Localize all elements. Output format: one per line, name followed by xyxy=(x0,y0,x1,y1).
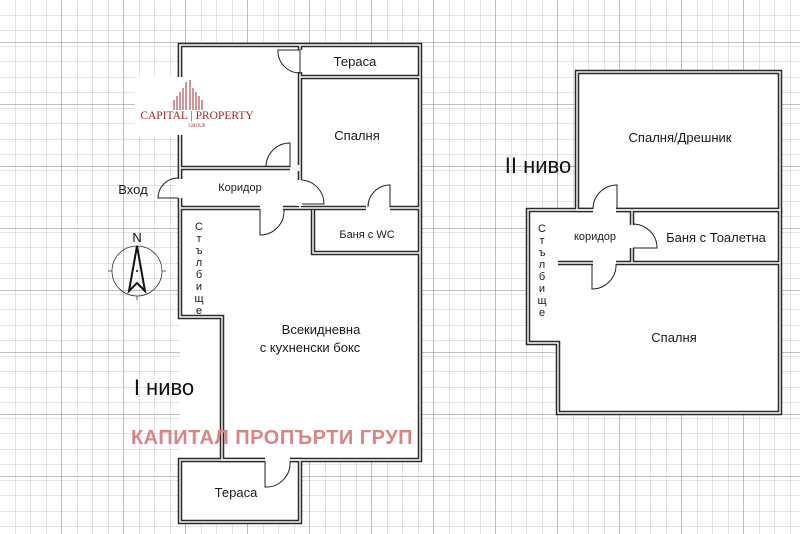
svg-text:т: т xyxy=(196,233,201,245)
stairs-label-level1: С т ъ л б и щ е xyxy=(194,221,203,317)
watermark: КАПИТАЛ ПРОПЪРТИ ГРУП xyxy=(131,427,413,449)
room-label-bedroom: Спалня xyxy=(334,128,379,143)
door-bedroom xyxy=(367,184,391,208)
room-label-bedroom-2: Спалня xyxy=(651,330,696,345)
door-top-room xyxy=(277,49,301,74)
svg-text:б: б xyxy=(196,269,202,281)
svg-text:CAPITAL | PROPERTY: CAPITAL | PROPERTY xyxy=(140,110,254,122)
svg-text:и: и xyxy=(539,283,545,295)
svg-text:л: л xyxy=(196,257,202,269)
room-label-terrace-bottom: Тераса xyxy=(215,485,258,500)
level2-doors xyxy=(591,184,658,290)
room-label-terrace-top: Тераса xyxy=(334,54,377,69)
room-label-living-1: Всекидневна xyxy=(282,322,361,337)
svg-text:GROUP: GROUP xyxy=(189,124,206,129)
svg-text:щ: щ xyxy=(194,293,203,305)
svg-text:б: б xyxy=(539,271,545,283)
level2-title: II ниво xyxy=(505,153,571,178)
stairs-label-level2: С т ъ л б и щ е xyxy=(537,223,546,319)
level2-walls xyxy=(525,69,783,416)
level1-title: I ниво xyxy=(134,375,194,400)
capital-property-logo: CAPITAL | PROPERTY GROUP xyxy=(135,77,260,135)
compass-icon: N xyxy=(108,230,166,300)
svg-text:С: С xyxy=(538,223,546,235)
door-room-corridor xyxy=(265,142,291,168)
svg-text:л: л xyxy=(539,259,545,271)
svg-text:и: и xyxy=(196,281,202,293)
door-entrance xyxy=(157,177,179,199)
door-terrace-bottom xyxy=(264,460,291,488)
svg-text:ъ: ъ xyxy=(196,245,203,257)
svg-text:е: е xyxy=(539,307,545,319)
door-living xyxy=(259,209,285,236)
room-label-bathroom: Баня с WC xyxy=(339,229,394,241)
room-label-bathroom-2: Баня с Тоалетна xyxy=(666,230,767,245)
svg-text:С: С xyxy=(195,221,203,233)
svg-text:т: т xyxy=(539,235,544,247)
room-label-living-2: с кухненски бокс xyxy=(260,340,361,355)
entrance-label: Вход xyxy=(118,182,148,197)
level1-doors xyxy=(157,49,391,488)
room-label-corridor: Коридор xyxy=(218,182,261,194)
svg-text:щ: щ xyxy=(537,295,546,307)
door-corridor-bedroom xyxy=(301,179,325,205)
compass-north-label: N xyxy=(132,230,141,245)
room-label-bedroom-closet: Спалня/Дрешник xyxy=(629,130,732,145)
svg-text:е: е xyxy=(196,305,202,317)
svg-text:ъ: ъ xyxy=(539,247,546,259)
room-label-corridor-2: коридор xyxy=(574,231,616,243)
